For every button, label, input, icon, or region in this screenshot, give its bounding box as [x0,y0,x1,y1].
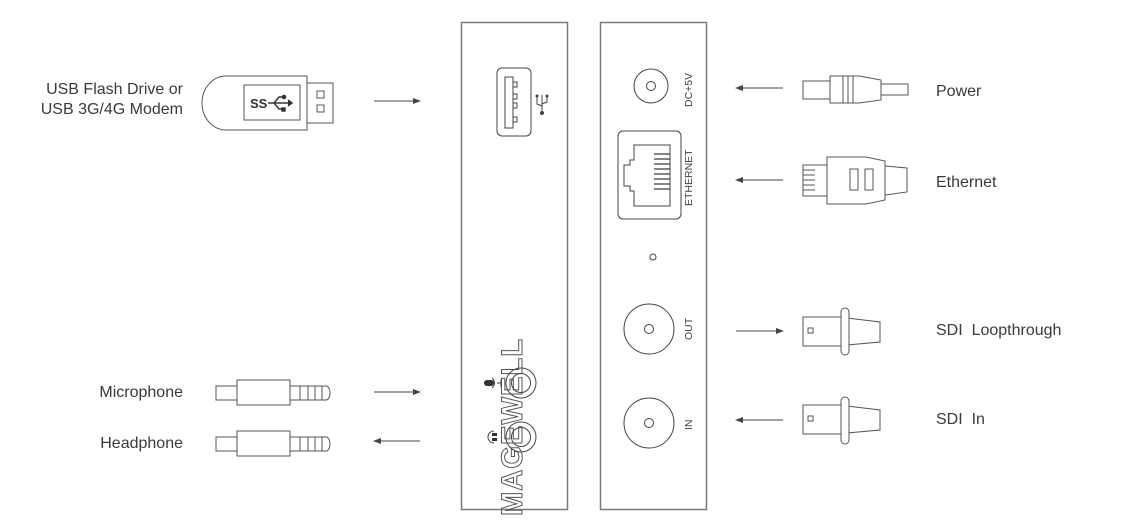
left-panel: MAGEWELL [460,21,569,517]
sdi-loopthrough-plug-icon [802,307,881,356]
sdi-in-label: IN [683,420,695,431]
sdi-out-label: OUT [683,317,695,340]
headphone-plug-icon [215,430,331,457]
headphone-icon [487,430,497,444]
usb-label-line1: USB Flash Drive or [46,81,183,98]
brand-text: MAGEWELL [496,338,529,516]
magewell-logo: MAGEWELL [496,338,530,517]
dc-label: DC+5V [683,73,695,107]
sdi-out-port [623,303,675,355]
usb-ss-logo-text: SS [250,96,268,111]
right-panel: DC+5V ETHERNET OUT [599,21,708,511]
ethernet-plug-icon [802,156,908,205]
usb-trident-icon [268,94,294,112]
headphone-label: Headphone [100,435,183,452]
power-label: Power [936,83,982,100]
ethernet-port [617,130,682,220]
sdi-loopthrough-label: SDI Loopthrough [936,322,1062,339]
ethernet-label-text: Ethernet [936,174,997,191]
dc-power-jack [633,68,669,104]
power-plug-icon [802,75,909,104]
headphone-jack [505,421,537,453]
usb-a-port [496,67,532,137]
sdi-in-port [623,397,675,449]
microphone-plug-icon [215,379,331,406]
usb-device-label: USB Flash Drive or USB 3G/4G Modem [41,80,183,120]
usb-flash-drive-icon [201,75,334,131]
sdi-in-plug-icon [802,396,881,445]
microphone-jack [505,367,537,399]
usb-symbol-icon [535,94,549,115]
ethernet-label: ETHERNET [683,149,695,206]
sdi-in-label-text: SDI In [936,411,985,428]
usb-label-line2: USB 3G/4G Modem [40,101,183,118]
microphone-label: Microphone [99,384,183,401]
microphone-icon [484,377,502,389]
status-led [649,253,657,261]
